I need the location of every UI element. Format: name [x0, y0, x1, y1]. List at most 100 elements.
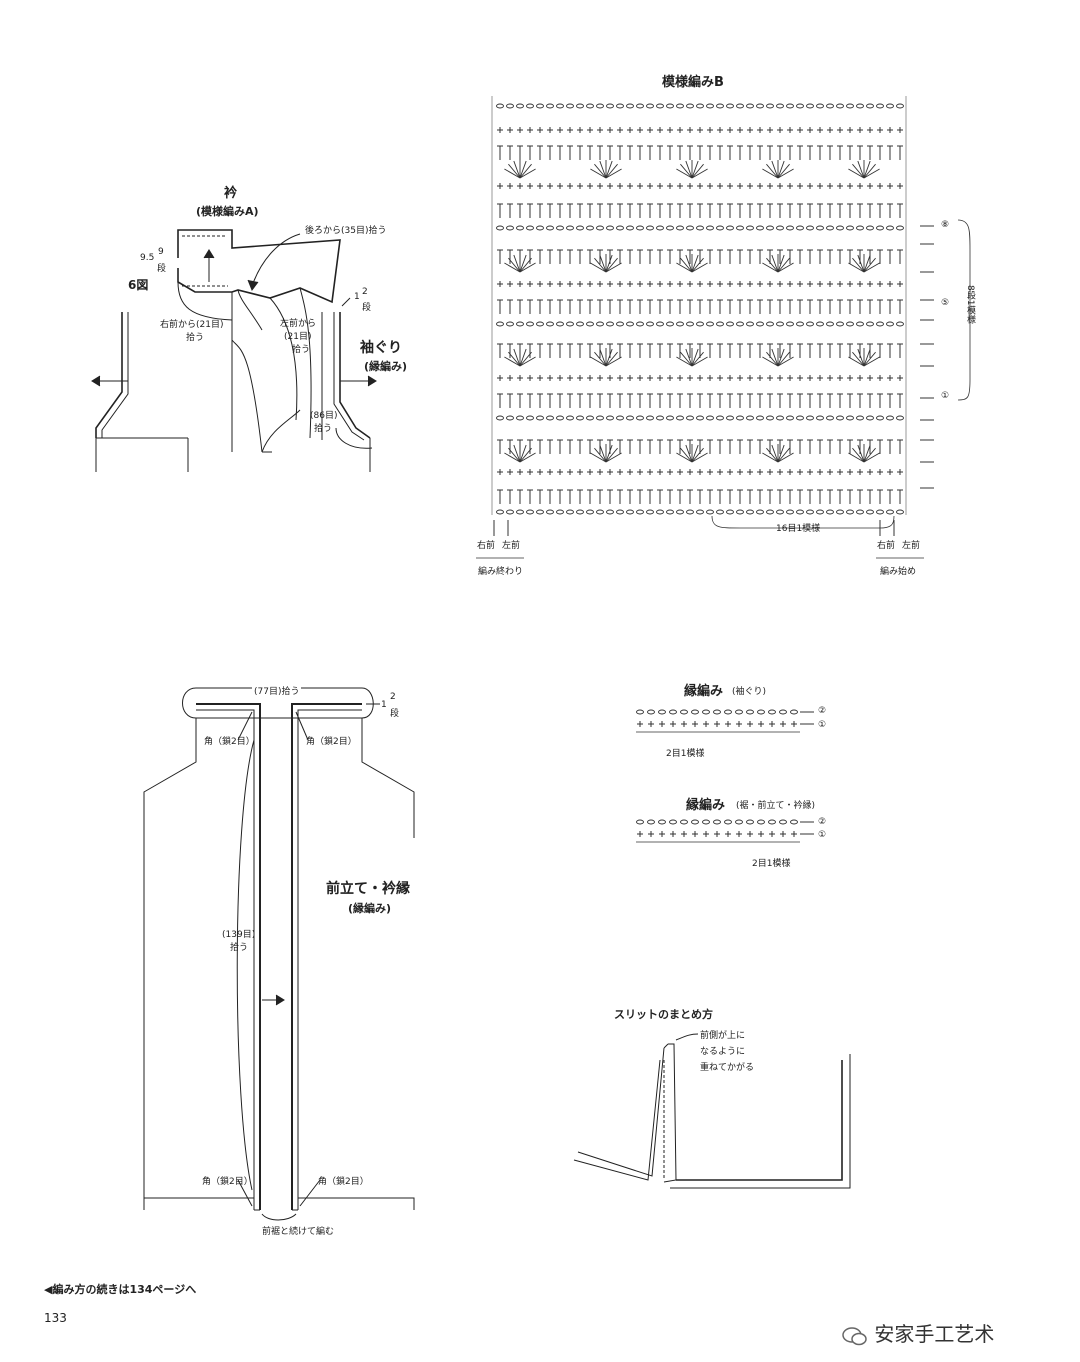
- chain-stitch: [516, 321, 524, 327]
- chain-stitch: [886, 509, 894, 515]
- fan-stitch: [504, 452, 521, 463]
- chain-stitch: [576, 415, 584, 421]
- chain-stitch: [896, 321, 904, 327]
- band-rows-count: 2: [390, 692, 396, 702]
- fan-stitch: [605, 163, 618, 179]
- chain-stitch: [796, 225, 804, 231]
- chain-stitch: [516, 103, 524, 109]
- chain-stitch: [796, 103, 804, 109]
- fan-stitch: [605, 160, 613, 179]
- chain-stitch: [886, 321, 894, 327]
- chain-stitch: [506, 321, 514, 327]
- chain-stitch: [826, 321, 834, 327]
- chain-stitch: [626, 225, 634, 231]
- fan-stitch: [852, 351, 865, 367]
- fan-stitch: [777, 168, 794, 179]
- fan-stitch: [863, 351, 876, 367]
- chain-stitch: [706, 103, 714, 109]
- chain-stitch: [846, 509, 854, 515]
- fan-stitch: [762, 356, 779, 367]
- chain-stitch: [696, 509, 704, 515]
- chain-stitch: [646, 321, 654, 327]
- fan-stitch: [691, 163, 704, 179]
- chain-stitch: [876, 225, 884, 231]
- fan-stitch: [762, 168, 779, 179]
- chain-stitch: [526, 321, 534, 327]
- fan-stitch: [863, 447, 876, 463]
- right-front-pick: 右前から(21目): [160, 320, 224, 330]
- fan-stitch: [863, 160, 871, 179]
- fan-stitch: [771, 348, 779, 367]
- chain-stitch: [616, 103, 624, 109]
- right-front-pick-2: 拾う: [186, 333, 205, 343]
- chain-stitch: [866, 321, 874, 327]
- fan-stitch: [605, 356, 622, 367]
- fan-stitch: [605, 444, 613, 463]
- fan-stitch: [594, 447, 607, 463]
- chain-stitch: [656, 321, 664, 327]
- chain-stitch: [768, 709, 776, 715]
- chain-stitch: [546, 225, 554, 231]
- chain-stitch: [556, 415, 564, 421]
- chain-stitch: [779, 819, 787, 825]
- chain-stitch: [596, 415, 604, 421]
- chain-stitch: [756, 225, 764, 231]
- collar-rows-unit: 段: [157, 264, 167, 274]
- chain-stitch: [691, 819, 699, 825]
- chain-stitch: [856, 321, 864, 327]
- chain-stitch: [696, 415, 704, 421]
- fan-stitch: [599, 160, 607, 179]
- chain-stitch: [691, 709, 699, 715]
- chain-stitch: [496, 103, 504, 109]
- fan-stitch: [599, 254, 607, 273]
- chain-stitch: [826, 509, 834, 515]
- corner-label-bottom-right: 角（鎖2目）: [318, 1177, 369, 1187]
- chain-stitch: [726, 103, 734, 109]
- band-subtitle: (縁編み): [348, 902, 392, 915]
- fan-stitch: [685, 348, 693, 367]
- fan-stitch: [777, 160, 785, 179]
- fan-stitch: [863, 444, 871, 463]
- chain-stitch: [516, 509, 524, 515]
- chain-stitch: [757, 819, 765, 825]
- chain-stitch: [596, 225, 604, 231]
- chain-stitch: [766, 415, 774, 421]
- edging-front-repeat: 2目1模様: [752, 859, 791, 869]
- end-label: 編み終わり: [478, 567, 524, 577]
- chain-stitch: [736, 103, 744, 109]
- chain-stitch: [506, 415, 514, 421]
- fan-stitch: [848, 356, 865, 367]
- chain-stitch: [886, 103, 894, 109]
- chain-stitch: [646, 509, 654, 515]
- chain-stitch: [536, 225, 544, 231]
- fan-stitch: [691, 444, 699, 463]
- chain-stitch: [546, 321, 554, 327]
- chain-stitch: [636, 225, 644, 231]
- chain-stitch: [816, 225, 824, 231]
- chain-stitch: [666, 321, 674, 327]
- chain-stitch: [806, 415, 814, 421]
- chain-stitch: [526, 415, 534, 421]
- edging-front-title: 縁編み: [686, 798, 726, 813]
- chain-stitch: [796, 509, 804, 515]
- chain-stitch: [546, 415, 554, 421]
- edging-front-sub: (裾・前立て・衿縁): [736, 801, 816, 811]
- fan-stitch: [590, 452, 607, 463]
- fan-stitch: [771, 160, 779, 179]
- band-rows-prefix: 1: [381, 700, 387, 710]
- chain-stitch: [546, 103, 554, 109]
- fan-stitch: [863, 163, 876, 179]
- chain-stitch: [876, 103, 884, 109]
- repeat-stitches-bracket: [711, 515, 895, 529]
- fan-stitch: [513, 254, 521, 273]
- chain-stitch: [636, 415, 644, 421]
- chain-stitch: [556, 509, 564, 515]
- fan-stitch: [519, 160, 527, 179]
- fan-stitch: [519, 257, 532, 273]
- chain-stitch: [866, 509, 874, 515]
- chain-stitch: [776, 509, 784, 515]
- chain-stitch: [526, 225, 534, 231]
- armhole-rows-prefix: 1: [354, 292, 360, 302]
- fan-stitch: [519, 351, 532, 367]
- fan-stitch: [691, 257, 704, 273]
